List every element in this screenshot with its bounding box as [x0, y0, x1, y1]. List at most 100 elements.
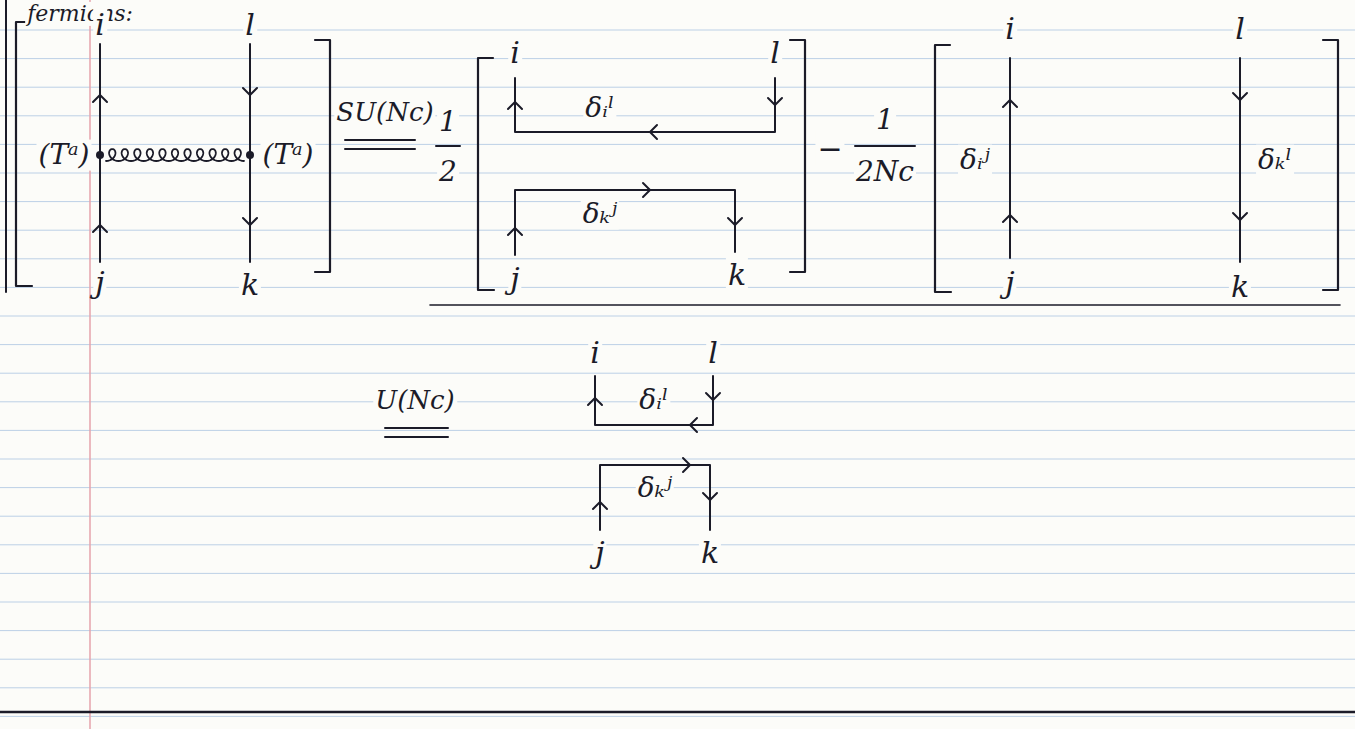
- ruled-line: [0, 87, 1355, 88]
- generator-label: (Tᵃ): [260, 140, 315, 171]
- fraction-numerator: 1: [437, 107, 459, 138]
- arrowhead: [593, 502, 607, 509]
- side-mark: [5, 0, 7, 292]
- delta-label: δₖʲ: [636, 473, 674, 504]
- arrowhead: [728, 218, 742, 225]
- equals-stroke: [385, 436, 448, 438]
- arrowhead: [703, 493, 717, 500]
- separator-line: [430, 304, 1340, 306]
- fraction-denominator: 2Nc: [854, 157, 916, 188]
- index-label: k: [1229, 270, 1251, 303]
- ruled-line: [0, 201, 1355, 202]
- index-label: k: [726, 258, 748, 291]
- fraction-numerator: 1: [874, 105, 896, 136]
- equals-stroke: [385, 427, 448, 429]
- ruled-line: [0, 316, 1355, 317]
- ruled-line: [0, 401, 1355, 402]
- arrowhead: [1233, 93, 1247, 100]
- arrowhead: [1003, 215, 1017, 222]
- bracket: [16, 22, 32, 286]
- delta-label: δᵢʲ: [958, 145, 992, 176]
- arrowhead: [690, 418, 697, 432]
- ruled-line: [0, 344, 1355, 345]
- ruled-line: [0, 58, 1355, 59]
- index-label: l: [243, 8, 257, 41]
- arrowhead: [508, 228, 522, 235]
- index-label: j: [93, 266, 106, 299]
- ruled-line: [0, 687, 1355, 688]
- index-line: [595, 376, 713, 425]
- bracket: [1323, 40, 1338, 290]
- margin-line: [89, 0, 91, 729]
- index-label: k: [699, 536, 721, 569]
- ruled-line: [0, 602, 1355, 603]
- minus-sign: −: [815, 132, 844, 165]
- ruled-line: [0, 373, 1355, 374]
- ruled-line: [0, 459, 1355, 460]
- arrowhead: [508, 102, 522, 109]
- vertex-dot: [246, 151, 254, 159]
- index-line: [600, 465, 710, 530]
- separator-line: [0, 711, 1355, 713]
- index-line: [515, 190, 735, 255]
- arrowhead: [93, 225, 107, 232]
- arrowhead: [588, 398, 602, 405]
- group-label: U(Nc): [373, 386, 457, 415]
- index-label: l: [706, 336, 720, 369]
- index-label: j: [508, 262, 521, 295]
- index-label: j: [593, 536, 606, 569]
- ruled-line: [0, 258, 1355, 259]
- index-line: [515, 78, 775, 132]
- ruled-line: [0, 630, 1355, 631]
- arrowhead: [243, 218, 257, 225]
- ruled-line: [0, 30, 1355, 31]
- index-label: l: [1233, 12, 1247, 45]
- delta-label: δₖʲ: [581, 199, 619, 230]
- fraction-denominator: 2: [437, 157, 459, 188]
- group-label: SU(Nc): [334, 98, 435, 127]
- ruled-line: [0, 487, 1355, 488]
- ruled-line: [0, 716, 1355, 717]
- bracket: [478, 58, 494, 290]
- gluon-line: [106, 149, 244, 161]
- vertex-dot: [96, 151, 104, 159]
- arrowhead: [683, 458, 690, 472]
- index-line: [1009, 58, 1011, 258]
- index-label: i: [1003, 12, 1017, 45]
- index-line: [1239, 58, 1241, 262]
- arrowhead: [243, 88, 257, 95]
- arrowhead: [1003, 100, 1017, 107]
- ruled-line: [0, 573, 1355, 574]
- ruled-line: [0, 430, 1355, 431]
- index-label: i: [93, 8, 107, 41]
- arrowhead: [650, 125, 657, 139]
- arrowhead: [706, 393, 720, 400]
- bracket: [790, 40, 805, 272]
- ruled-line: [0, 659, 1355, 660]
- delta-label: δₖˡ: [1256, 145, 1294, 176]
- index-label: j: [1003, 266, 1016, 299]
- arrowhead: [93, 95, 107, 102]
- arrowhead: [1233, 213, 1247, 220]
- ruled-line: [0, 173, 1355, 174]
- delta-label: δᵢˡ: [583, 93, 616, 124]
- index-label: i: [508, 36, 522, 69]
- arrowhead: [643, 183, 650, 197]
- ruled-line: [0, 115, 1355, 116]
- fraction-bar: [436, 145, 460, 147]
- ruled-line: [0, 287, 1355, 288]
- ruled-line: [0, 230, 1355, 231]
- generator-label: (Tᵃ): [36, 140, 91, 171]
- index-label: i: [588, 336, 602, 369]
- delta-label: δᵢˡ: [637, 385, 670, 416]
- ruled-line: [0, 516, 1355, 517]
- index-label: k: [239, 268, 261, 301]
- ruled-line: [0, 144, 1355, 145]
- bracket: [935, 45, 951, 292]
- heading-note: fermions:: [25, 2, 135, 26]
- fraction-bar: [855, 145, 915, 147]
- arrowhead: [768, 98, 782, 105]
- equals-stroke: [345, 139, 415, 141]
